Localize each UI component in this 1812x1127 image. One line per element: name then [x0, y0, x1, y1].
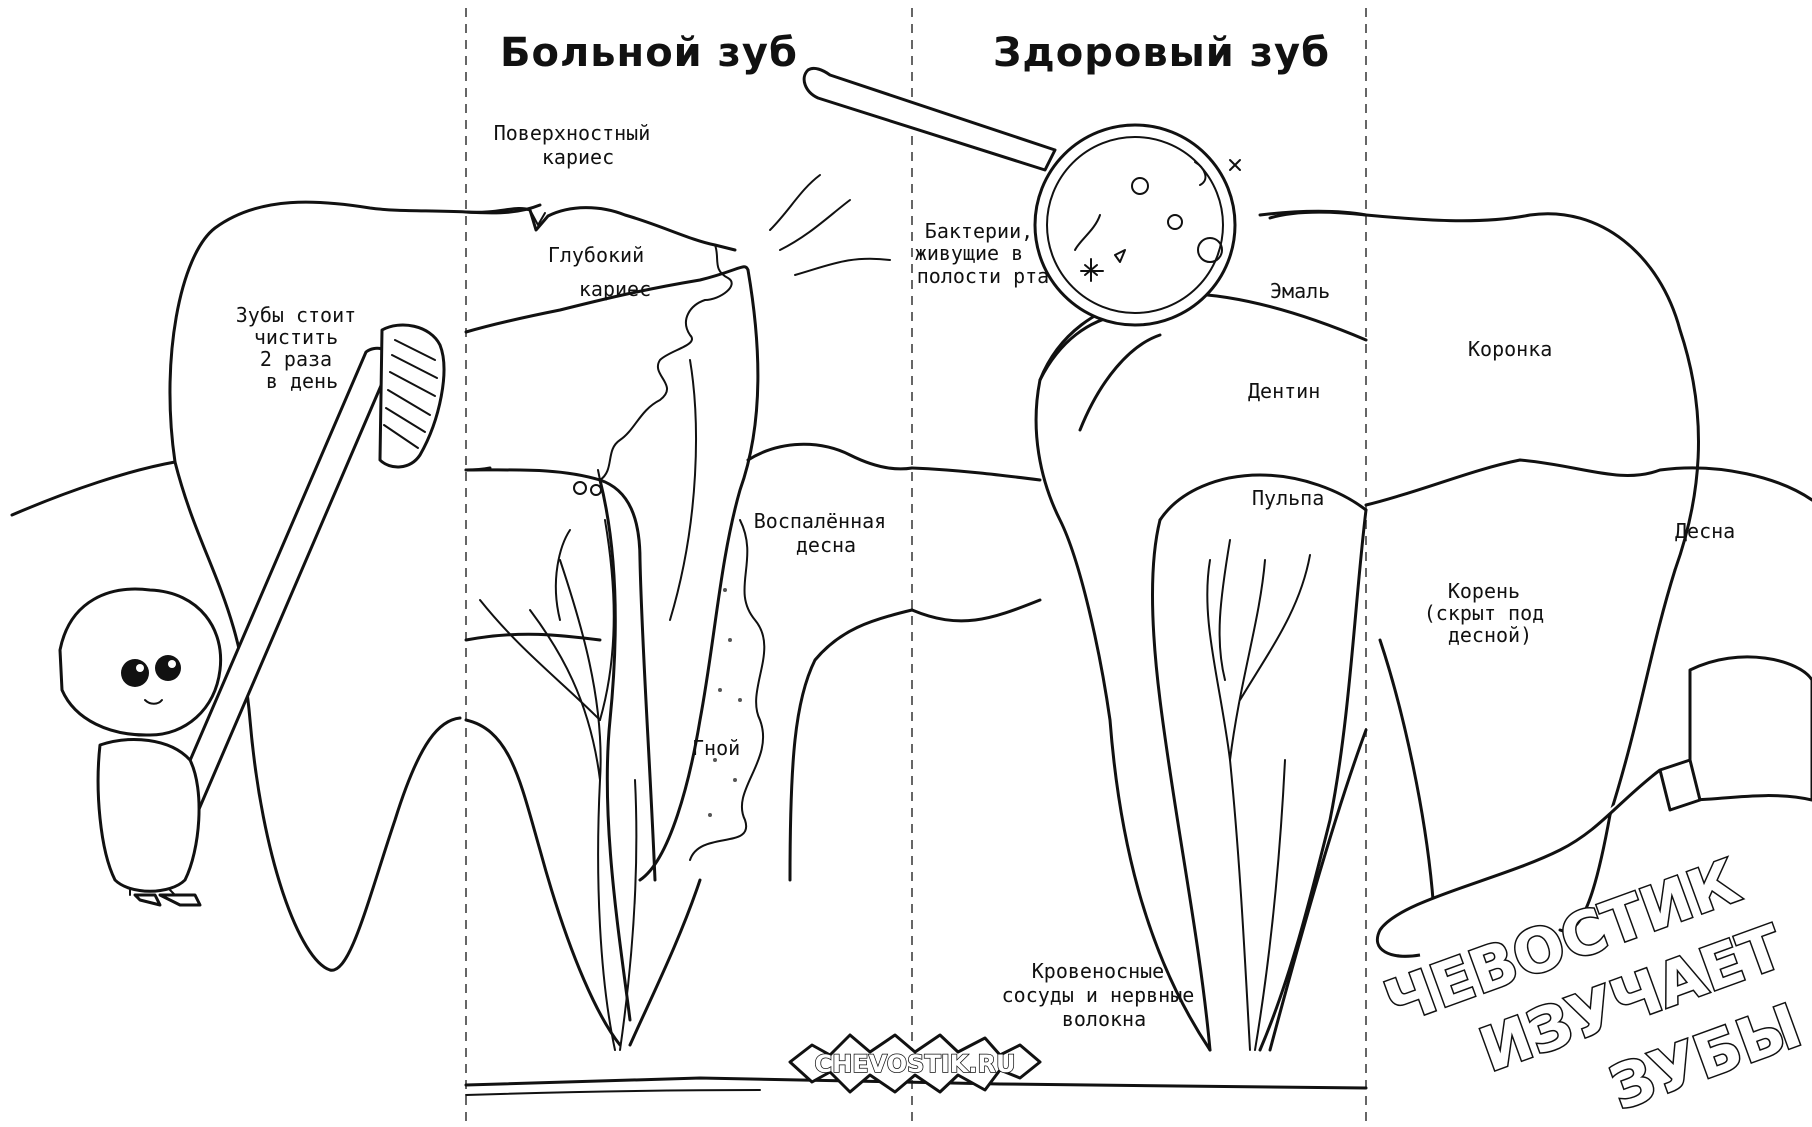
pulp-label: Пульпа — [1252, 486, 1324, 510]
gum-label: Десна — [1675, 519, 1735, 543]
bacteria-label: Бактерии, живущие в полости рта — [915, 219, 1049, 288]
healthy-tooth-title: Здоровый зуб — [993, 30, 1330, 76]
crown-label: Коронка — [1468, 337, 1552, 361]
base-line — [466, 1078, 1366, 1095]
sick-tooth-panel — [466, 175, 912, 1050]
healthy-tooth-panel — [912, 212, 1366, 1050]
sick-tooth-title: Больной зуб — [500, 30, 798, 76]
vessels-label: Кровеносные сосуды и нервные волокна — [1002, 959, 1207, 1031]
inflamed-gum-label: Воспалённая десна — [754, 509, 899, 557]
pus-label: Гной — [692, 736, 740, 760]
titles: Больной зуб Здоровый зуб — [500, 30, 1330, 76]
brush-tip-label: Зубы стоит чистить 2 раза в день — [236, 303, 368, 393]
dentin-label: Дентин — [1248, 379, 1320, 403]
root-label: Корень (скрыт под десной) — [1424, 579, 1556, 647]
surface-caries-label: Поверхностный кариес — [494, 121, 663, 169]
enamel-label: Эмаль — [1270, 279, 1330, 303]
fold-lines — [466, 8, 1366, 1127]
deep-caries-label: Глубокий кариес — [548, 243, 656, 301]
site-logo-text: CHEVOSTIK.RU — [815, 1050, 1016, 1078]
labels: Поверхностный кариес Глубокий кариес Вос… — [236, 121, 1735, 1031]
